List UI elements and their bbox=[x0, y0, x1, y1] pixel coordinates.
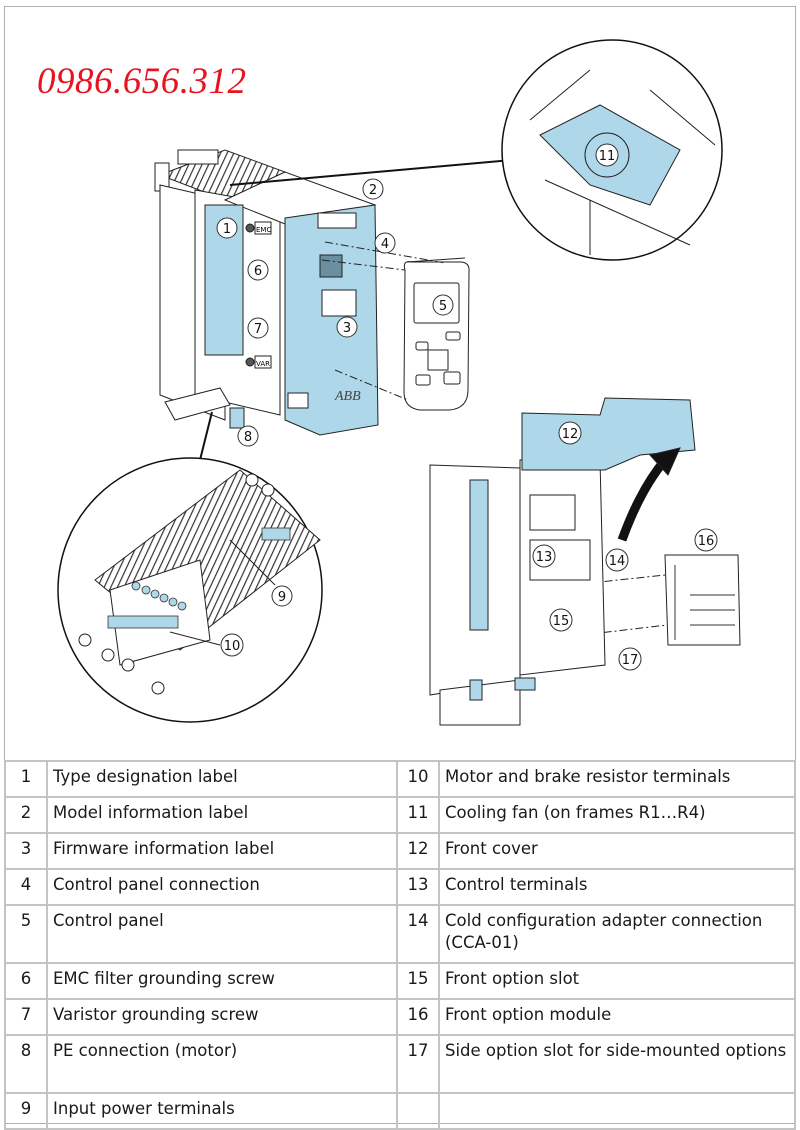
legend-table: 1 Type designation label 10 Motor and br… bbox=[4, 760, 796, 1130]
legend-text: Control panel bbox=[46, 904, 398, 964]
legend-num: 11 bbox=[396, 796, 440, 834]
legend-num: 7 bbox=[4, 998, 48, 1036]
legend-num: 8 bbox=[4, 1034, 48, 1094]
legend-text: EMC filter grounding screw bbox=[46, 962, 398, 1000]
callout-14: 14 bbox=[605, 548, 629, 572]
callout-6: 6 bbox=[247, 259, 269, 281]
callout-11: 11 bbox=[595, 143, 619, 167]
svg-text:3: 3 bbox=[343, 321, 351, 336]
svg-text:12: 12 bbox=[562, 427, 579, 442]
abb-logo: ABB bbox=[334, 389, 361, 404]
callout-1: 1 bbox=[216, 217, 238, 239]
legend-text: Front option slot bbox=[438, 962, 796, 1000]
svg-text:16: 16 bbox=[698, 534, 715, 549]
callout-16: 16 bbox=[694, 528, 718, 552]
legend-num: 17 bbox=[396, 1034, 440, 1094]
legend-row: 9 Input power terminals bbox=[4, 1092, 796, 1130]
svg-text:1: 1 bbox=[223, 222, 231, 237]
emc-label: EMC bbox=[256, 226, 271, 234]
legend-num: 16 bbox=[396, 998, 440, 1036]
callout-12: 12 bbox=[558, 421, 582, 445]
svg-text:14: 14 bbox=[609, 554, 626, 569]
svg-text:5: 5 bbox=[439, 299, 447, 314]
legend-text: Motor and brake resistor terminals bbox=[438, 760, 796, 798]
legend-num: 6 bbox=[4, 962, 48, 1000]
legend-text: Control terminals bbox=[438, 868, 796, 906]
legend-num: 9 bbox=[4, 1092, 48, 1130]
legend-text bbox=[438, 1092, 796, 1130]
legend-num: 3 bbox=[4, 832, 48, 870]
callout-9: 9 bbox=[271, 585, 293, 607]
svg-text:7: 7 bbox=[254, 322, 262, 337]
legend-num: 14 bbox=[396, 904, 440, 964]
drive-illustration: ABB EMC VAR bbox=[57, 39, 741, 726]
var-label: VAR bbox=[256, 360, 270, 368]
svg-text:15: 15 bbox=[553, 614, 570, 629]
callouts: 1 2 3 4 5 6 7 8 9 10 11 12 13 14 15 16 1… bbox=[216, 143, 718, 671]
svg-text:9: 9 bbox=[278, 590, 286, 605]
legend-text: PE connection (motor) bbox=[46, 1034, 398, 1094]
callout-2: 2 bbox=[362, 178, 384, 200]
legend-row: 7 Varistor grounding screw 16 Front opti… bbox=[4, 998, 796, 1036]
legend-text: Cold configuration adapter connection (C… bbox=[438, 904, 796, 964]
svg-text:11: 11 bbox=[599, 149, 616, 164]
legend-text: Firmware information label bbox=[46, 832, 398, 870]
callout-7: 7 bbox=[247, 317, 269, 339]
legend-row: 6 EMC filter grounding screw 15 Front op… bbox=[4, 962, 796, 1000]
legend-num: 4 bbox=[4, 868, 48, 906]
legend-num: 12 bbox=[396, 832, 440, 870]
legend-text: Cooling fan (on frames R1…R4) bbox=[438, 796, 796, 834]
callout-5: 5 bbox=[432, 294, 454, 316]
svg-text:6: 6 bbox=[254, 264, 262, 279]
open-drive bbox=[429, 397, 741, 726]
callout-3: 3 bbox=[336, 316, 358, 338]
legend-row: 3 Firmware information label 12 Front co… bbox=[4, 832, 796, 870]
legend-text: Front cover bbox=[438, 832, 796, 870]
legend-row: 5 Control panel 14 Cold configuration ad… bbox=[4, 904, 796, 964]
callout-15: 15 bbox=[549, 608, 573, 632]
legend-text: Front option module bbox=[438, 998, 796, 1036]
callout-10: 10 bbox=[220, 633, 244, 657]
svg-text:10: 10 bbox=[224, 639, 241, 654]
legend-row: 8 PE connection (motor) 17 Side option s… bbox=[4, 1034, 796, 1094]
callout-17: 17 bbox=[618, 647, 642, 671]
legend-text: Type designation label bbox=[46, 760, 398, 798]
svg-text:4: 4 bbox=[381, 237, 389, 252]
legend-num bbox=[396, 1092, 440, 1130]
main-drive: ABB EMC VAR bbox=[154, 149, 379, 436]
callout-13: 13 bbox=[532, 544, 556, 568]
legend-row: 2 Model information label 11 Cooling fan… bbox=[4, 796, 796, 834]
callout-4: 4 bbox=[374, 232, 396, 254]
legend-num: 13 bbox=[396, 868, 440, 906]
legend-text: Side option slot for side-mounted option… bbox=[438, 1034, 796, 1094]
callout-8: 8 bbox=[237, 425, 259, 447]
legend-text: Control panel connection bbox=[46, 868, 398, 906]
legend-num: 5 bbox=[4, 904, 48, 964]
svg-text:17: 17 bbox=[622, 653, 639, 668]
legend-text: Model information label bbox=[46, 796, 398, 834]
control-panel-drawing bbox=[403, 257, 470, 411]
legend-num: 10 bbox=[396, 760, 440, 798]
phone-watermark: 0986.656.312 bbox=[37, 61, 247, 102]
legend-num: 15 bbox=[396, 962, 440, 1000]
svg-text:8: 8 bbox=[244, 430, 252, 445]
legend-num: 2 bbox=[4, 796, 48, 834]
legend-text: Input power terminals bbox=[46, 1092, 398, 1130]
legend-row: 4 Control panel connection 13 Control te… bbox=[4, 868, 796, 906]
svg-text:13: 13 bbox=[536, 550, 553, 565]
legend-num: 1 bbox=[4, 760, 48, 798]
svg-text:2: 2 bbox=[369, 183, 377, 198]
terminals-magnifier bbox=[57, 411, 323, 723]
legend-text: Varistor grounding screw bbox=[46, 998, 398, 1036]
legend-row: 1 Type designation label 10 Motor and br… bbox=[4, 760, 796, 798]
